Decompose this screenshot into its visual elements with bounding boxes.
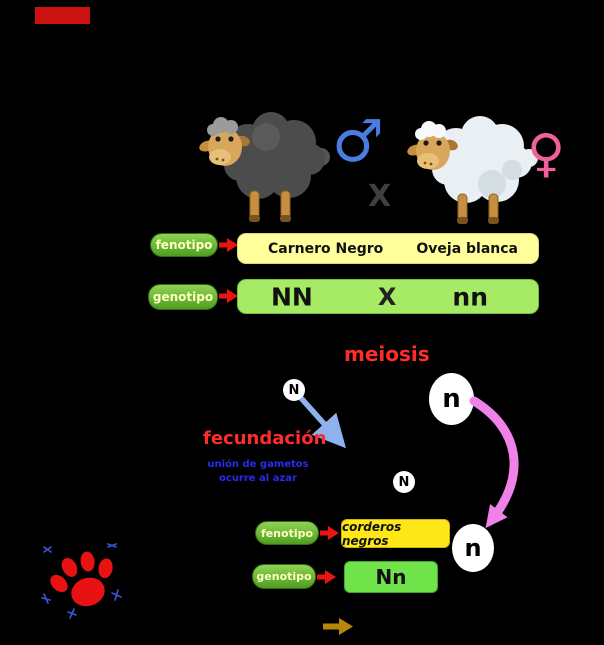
- pink-arrow-icon: [469, 396, 519, 529]
- parents-cross-x: X: [368, 179, 392, 214]
- genotype-bar: NN X nn: [237, 279, 539, 314]
- male-symbol: ♂: [332, 107, 384, 175]
- phenotype-pill: fenotipo: [150, 233, 218, 257]
- gamete-oval-n2: n: [429, 373, 474, 425]
- fecundacion-label: fecundación: [203, 428, 327, 449]
- bottom-gold-arrow-icon: [323, 618, 353, 635]
- female-symbol: ♀: [527, 124, 566, 184]
- offspring-phenotype-pill: fenotipo: [255, 521, 319, 545]
- phenotype-bar: Carnero Negro Oveja blanca: [237, 233, 539, 264]
- gamete-circle-n3: N: [393, 471, 415, 493]
- offspring-phenotype-box: corderos negros: [341, 519, 450, 548]
- fertilization-arrow-icon: [298, 396, 347, 449]
- red-arrow-icon: [317, 570, 336, 584]
- offspring-genotype-pill: genotipo: [252, 564, 316, 589]
- phenotype-female-label: Oveja blanca: [416, 240, 518, 257]
- red-arrow-icon: [219, 289, 238, 303]
- gamete-circle-n1: N: [283, 379, 305, 401]
- genotype-male-value: NN: [271, 282, 313, 311]
- offspring-genotype-box: Nn: [344, 561, 438, 593]
- fertilization-note: unión de gametos ocurre al azar: [193, 458, 323, 485]
- white-sheep-illustration: [396, 92, 541, 230]
- genotype-pill: genotipo: [148, 284, 218, 310]
- paw-print-icon: [41, 543, 122, 619]
- corner-badge: [35, 7, 90, 24]
- fertilization-note-line1: unión de gametos: [207, 459, 309, 470]
- meiosis-label: meiosis: [344, 342, 430, 366]
- fertilization-note-line2: ocurre al azar: [219, 472, 297, 484]
- black-sheep-icon: [199, 112, 330, 222]
- gamete-oval-n4: n: [452, 524, 494, 572]
- watermark-marks: [41, 543, 122, 619]
- white-sheep-icon: [407, 116, 538, 224]
- red-arrow-icon: [320, 526, 339, 540]
- black-sheep-illustration: [188, 85, 338, 230]
- genotype-cross-x: X: [377, 282, 397, 311]
- red-arrow-icon: [219, 238, 238, 252]
- genotype-female-value: nn: [452, 282, 488, 311]
- phenotype-male-label: Carnero Negro: [268, 240, 384, 257]
